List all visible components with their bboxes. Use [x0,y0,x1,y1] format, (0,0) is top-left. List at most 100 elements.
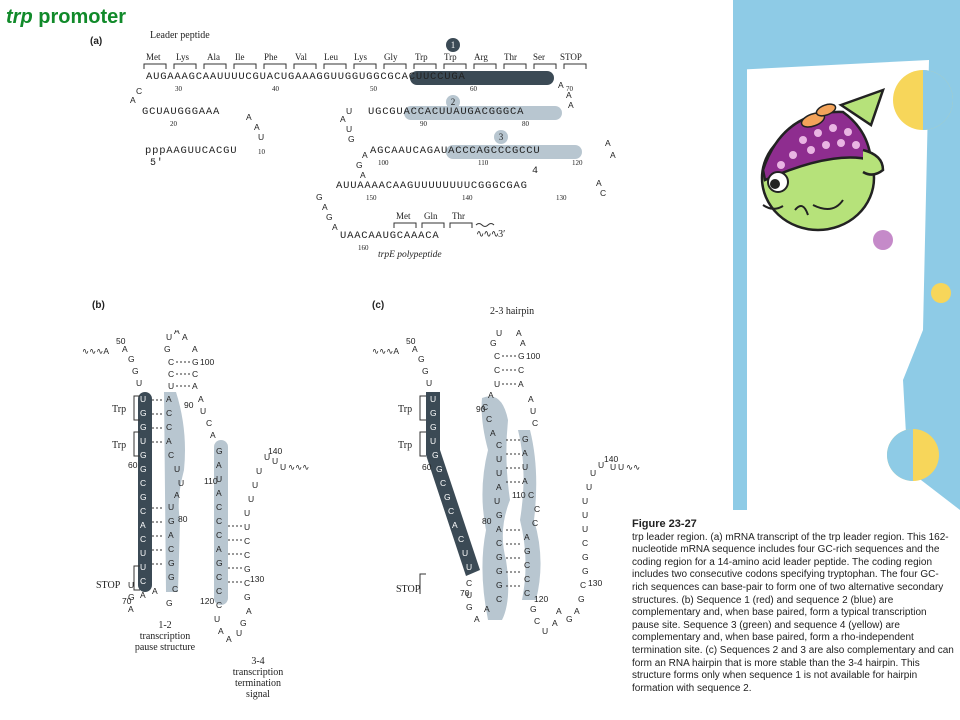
svg-text:A: A [216,460,222,470]
svg-text:G: G [326,212,333,222]
svg-text:U: U [178,478,184,488]
svg-text:U: U [168,502,174,512]
trpE-aa-label: Met [396,211,411,221]
svg-text:C: C [168,369,174,379]
svg-text:50: 50 [406,336,416,346]
svg-text:A: A [558,80,564,90]
aa-label: Gly [384,52,398,62]
svg-text:C: C [496,594,502,604]
svg-text:110: 110 [512,490,526,500]
aa-label: Val [295,52,307,62]
svg-text:50: 50 [116,336,126,346]
svg-text:A: A [496,482,502,492]
svg-text:G: G [128,592,135,602]
svg-text:A: A [596,178,602,188]
svg-text:A: A [340,114,346,124]
svg-text:U: U [496,468,502,478]
three-prime-label: ∿∿∿3′ [476,229,506,240]
svg-text:G: G [518,351,525,361]
svg-text:C: C [494,365,500,375]
svg-text:A: A [216,488,222,498]
nt-number: 50 [370,85,377,93]
svg-text:G: G [140,408,147,418]
slide-title-italic: trp [6,6,33,28]
panel-b-caption-3-4: 3-4 transcription termination signal [218,656,298,700]
svg-text:U: U [214,614,220,624]
aa-label: Met [146,52,161,62]
svg-text:C: C [166,408,172,418]
svg-text:120: 120 [534,594,548,604]
svg-text:A: A [246,606,252,616]
sequence-4-label: 4 [532,166,539,177]
sequence-1-highlight [410,71,554,85]
svg-text:U: U [582,496,588,506]
nt-number: 100 [378,159,389,167]
svg-text:C: C [486,414,492,424]
fish-icon [760,87,886,232]
svg-text:U: U [496,330,502,338]
trpE-aa-label: Gln [424,211,438,221]
svg-text:U: U [462,548,468,558]
svg-text:U: U [430,394,436,404]
svg-text:C: C [244,536,250,546]
svg-text:U: U [252,480,258,490]
svg-text:100: 100 [526,351,540,361]
nt-number: 110 [478,159,489,167]
svg-text:G: G [244,592,251,602]
svg-text:A: A [556,606,562,616]
svg-text:C: C [494,351,500,361]
svg-text:U: U [530,406,536,416]
svg-text:A: A [552,618,558,628]
nt-number: 20 [170,120,177,128]
svg-text:60: 60 [128,460,138,470]
svg-text:A: A [198,394,204,404]
panel-b-caption-line: 3-4 [251,656,265,667]
nt-number: 90 [420,120,427,128]
svg-text:A: A [568,100,574,110]
aa-label: Thr [504,52,517,62]
svg-text:A: A [130,95,136,105]
aa-label: Ser [533,52,545,62]
svg-text:G: G [522,434,529,444]
nt-number: 130 [556,194,567,202]
svg-text:A: A [166,436,172,446]
nt-number: 160 [358,244,369,252]
svg-text:U: U [174,464,180,474]
svg-text:130: 130 [588,578,602,588]
svg-text:A: A [474,614,480,624]
svg-text:A: A [518,379,524,389]
svg-text:140: 140 [268,446,282,456]
panel-b-seq3-bar [214,440,228,605]
aa-label: Trp [444,52,457,62]
svg-text:G: G [168,516,175,526]
svg-text:U: U [590,468,596,478]
svg-text:U: U [494,379,500,389]
svg-text:G: G [216,446,223,456]
panel-c-seq3-region [518,430,541,600]
deco-blue-strip [733,0,747,510]
aa-label: Ile [235,52,245,62]
svg-text:U: U [168,381,174,391]
svg-text:A: A [174,490,180,500]
svg-text:U: U [244,522,250,532]
svg-text:C: C [140,478,146,488]
svg-text:C: C [534,616,540,626]
sequence-3-highlight [446,145,582,159]
panel-b-stop-label: STOP [96,580,121,591]
svg-text:70: 70 [460,588,470,598]
svg-text:90: 90 [184,400,194,410]
svg-text:G: G [496,580,503,590]
svg-text:U: U [140,548,146,558]
svg-text:U: U [542,626,548,636]
panel-c-seq2-region [481,396,510,620]
svg-text:C: C [532,418,538,428]
svg-text:U: U [522,462,528,472]
svg-text:C: C [524,560,530,570]
figure-caption-text: trp leader region. (a) mRNA transcript o… [632,531,954,694]
svg-text:C: C [528,490,534,500]
svg-text:A: A [566,90,572,100]
svg-text:G: G [168,558,175,568]
svg-text:C: C [496,538,502,548]
svg-text:G: G [168,572,175,582]
